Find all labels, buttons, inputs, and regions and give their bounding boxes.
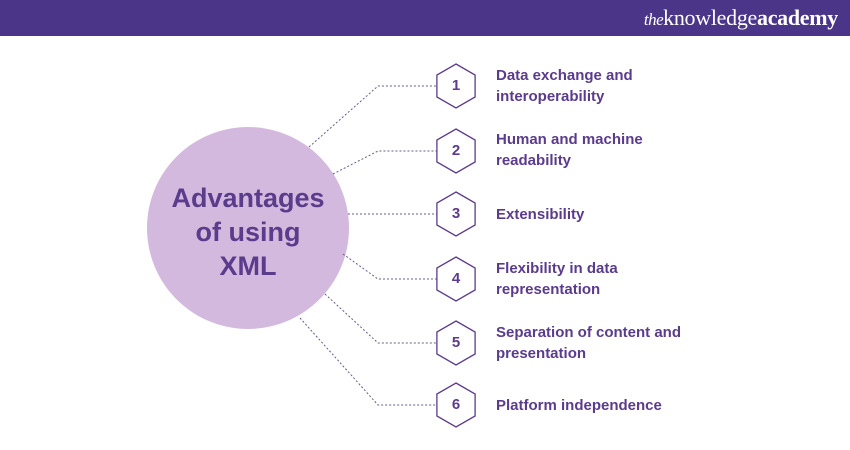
step-number: 1 xyxy=(451,77,461,94)
step-number: 4 xyxy=(451,270,461,287)
step-number: 5 xyxy=(451,334,461,351)
center-title-line: Advantages xyxy=(171,183,325,213)
step-label: Flexibility in data representation xyxy=(496,258,796,300)
step-label: Extensibility xyxy=(496,204,796,225)
center-title-line: XML xyxy=(219,251,277,281)
center-title-line: of using xyxy=(195,217,301,247)
step-label: Platform independence xyxy=(496,395,796,416)
step-hexagon xyxy=(436,128,476,174)
step-number: 6 xyxy=(451,396,461,413)
brand-logo[interactable]: theknowledgeacademy xyxy=(644,5,838,31)
step-number: 2 xyxy=(451,142,461,159)
step-hexagon xyxy=(436,191,476,237)
connector-line xyxy=(342,253,437,280)
step-label: Data exchange and interoperability xyxy=(496,65,796,107)
step-label: Separation of content and presentation xyxy=(496,322,796,364)
connector-line xyxy=(324,293,437,344)
step-label-line: presentation xyxy=(496,345,587,362)
step-hexagon xyxy=(436,63,476,109)
step-label-line: Separation of content and xyxy=(496,324,682,341)
step-number: 3 xyxy=(451,205,461,222)
step-hexagon xyxy=(436,320,476,366)
step-label-line: readability xyxy=(496,152,572,169)
step-label-line: Extensibility xyxy=(496,206,585,223)
step-label: Human and machine readability xyxy=(496,129,796,171)
header-bar: theknowledgeacademy xyxy=(0,0,850,36)
step-label-line: Platform independence xyxy=(496,397,662,414)
step-hexagon xyxy=(436,382,476,428)
connector-line xyxy=(332,150,437,175)
step-hexagon xyxy=(436,256,476,302)
brand-knowledge: knowledge xyxy=(663,5,757,30)
brand-academy: academy xyxy=(757,5,838,30)
connector-line xyxy=(299,317,437,406)
step-label-line: representation xyxy=(496,281,601,298)
brand-the: the xyxy=(643,10,664,29)
step-label-line: Human and machine xyxy=(496,131,643,148)
step-label-line: Data exchange and xyxy=(496,67,633,84)
center-title: Advantages of using XML xyxy=(148,181,348,283)
connector-group xyxy=(299,85,437,406)
hexagon-group xyxy=(436,63,476,428)
center-circle xyxy=(147,127,349,329)
step-label-line: interoperability xyxy=(496,88,605,105)
connector-line xyxy=(308,85,437,148)
step-label-line: Flexibility in data xyxy=(496,260,618,277)
